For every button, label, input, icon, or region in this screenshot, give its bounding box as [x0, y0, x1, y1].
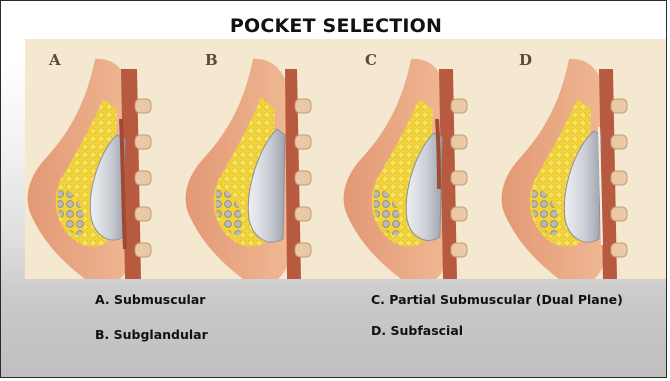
panel-label-a: A [48, 51, 61, 69]
caption-b: B. Subglandular [95, 327, 208, 342]
panel-label-c: C [365, 51, 377, 69]
panel-label-d: D [519, 51, 532, 69]
caption-c: C. Partial Submuscular (Dual Plane) [371, 292, 623, 307]
pocket-diagram: A B C D [25, 39, 667, 279]
caption-d: D. Subfascial [371, 323, 463, 338]
panel-label-b: B [205, 51, 218, 69]
caption-a: A. Submuscular [95, 292, 205, 307]
slide-title: POCKET SELECTION [1, 15, 667, 37]
